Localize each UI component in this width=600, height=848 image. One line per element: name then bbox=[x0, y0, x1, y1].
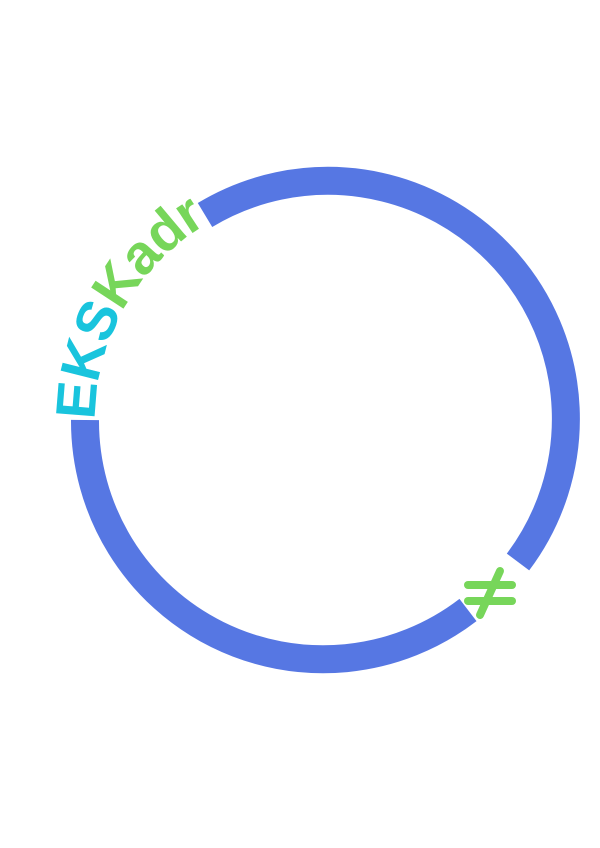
logo-text-eks: EKS bbox=[43, 291, 132, 421]
ring-arc bbox=[197, 166, 580, 571]
logo-wordmark: EKSKadra bbox=[0, 0, 213, 421]
ring-arc-lower bbox=[70, 419, 477, 674]
not-equal-icon bbox=[464, 567, 516, 619]
logo-text-kadra: Kadra bbox=[0, 0, 213, 318]
